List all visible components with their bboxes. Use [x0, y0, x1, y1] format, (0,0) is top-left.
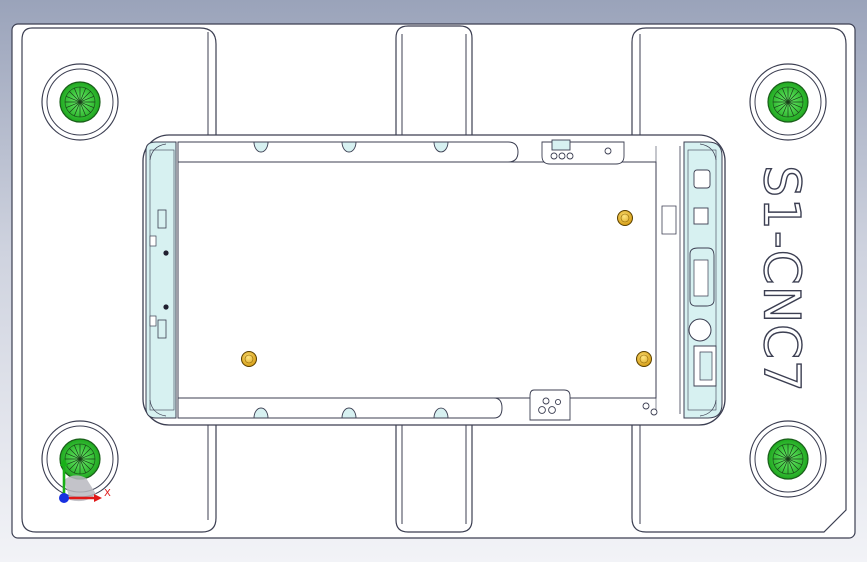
frame-inner — [177, 161, 657, 399]
left-end-strip — [145, 141, 177, 419]
locator-pin-bottom-left — [241, 351, 257, 367]
coordinate-triad: X — [59, 458, 111, 503]
bolt-top-left — [41, 63, 119, 141]
locator-pin-bottom-right — [636, 351, 652, 367]
top-connector-feature — [541, 139, 625, 165]
workpiece-frame[interactable] — [142, 134, 726, 426]
locator-pin-top-right — [617, 210, 633, 226]
x-axis-label: X — [104, 488, 111, 499]
part-label: S1-CNC7 — [753, 165, 811, 393]
camera-hole — [688, 318, 712, 342]
bottom-rail — [177, 397, 503, 419]
bottom-connector-feature — [529, 389, 658, 421]
bolt-bottom-right — [749, 420, 827, 498]
bolt-top-right — [749, 63, 827, 141]
